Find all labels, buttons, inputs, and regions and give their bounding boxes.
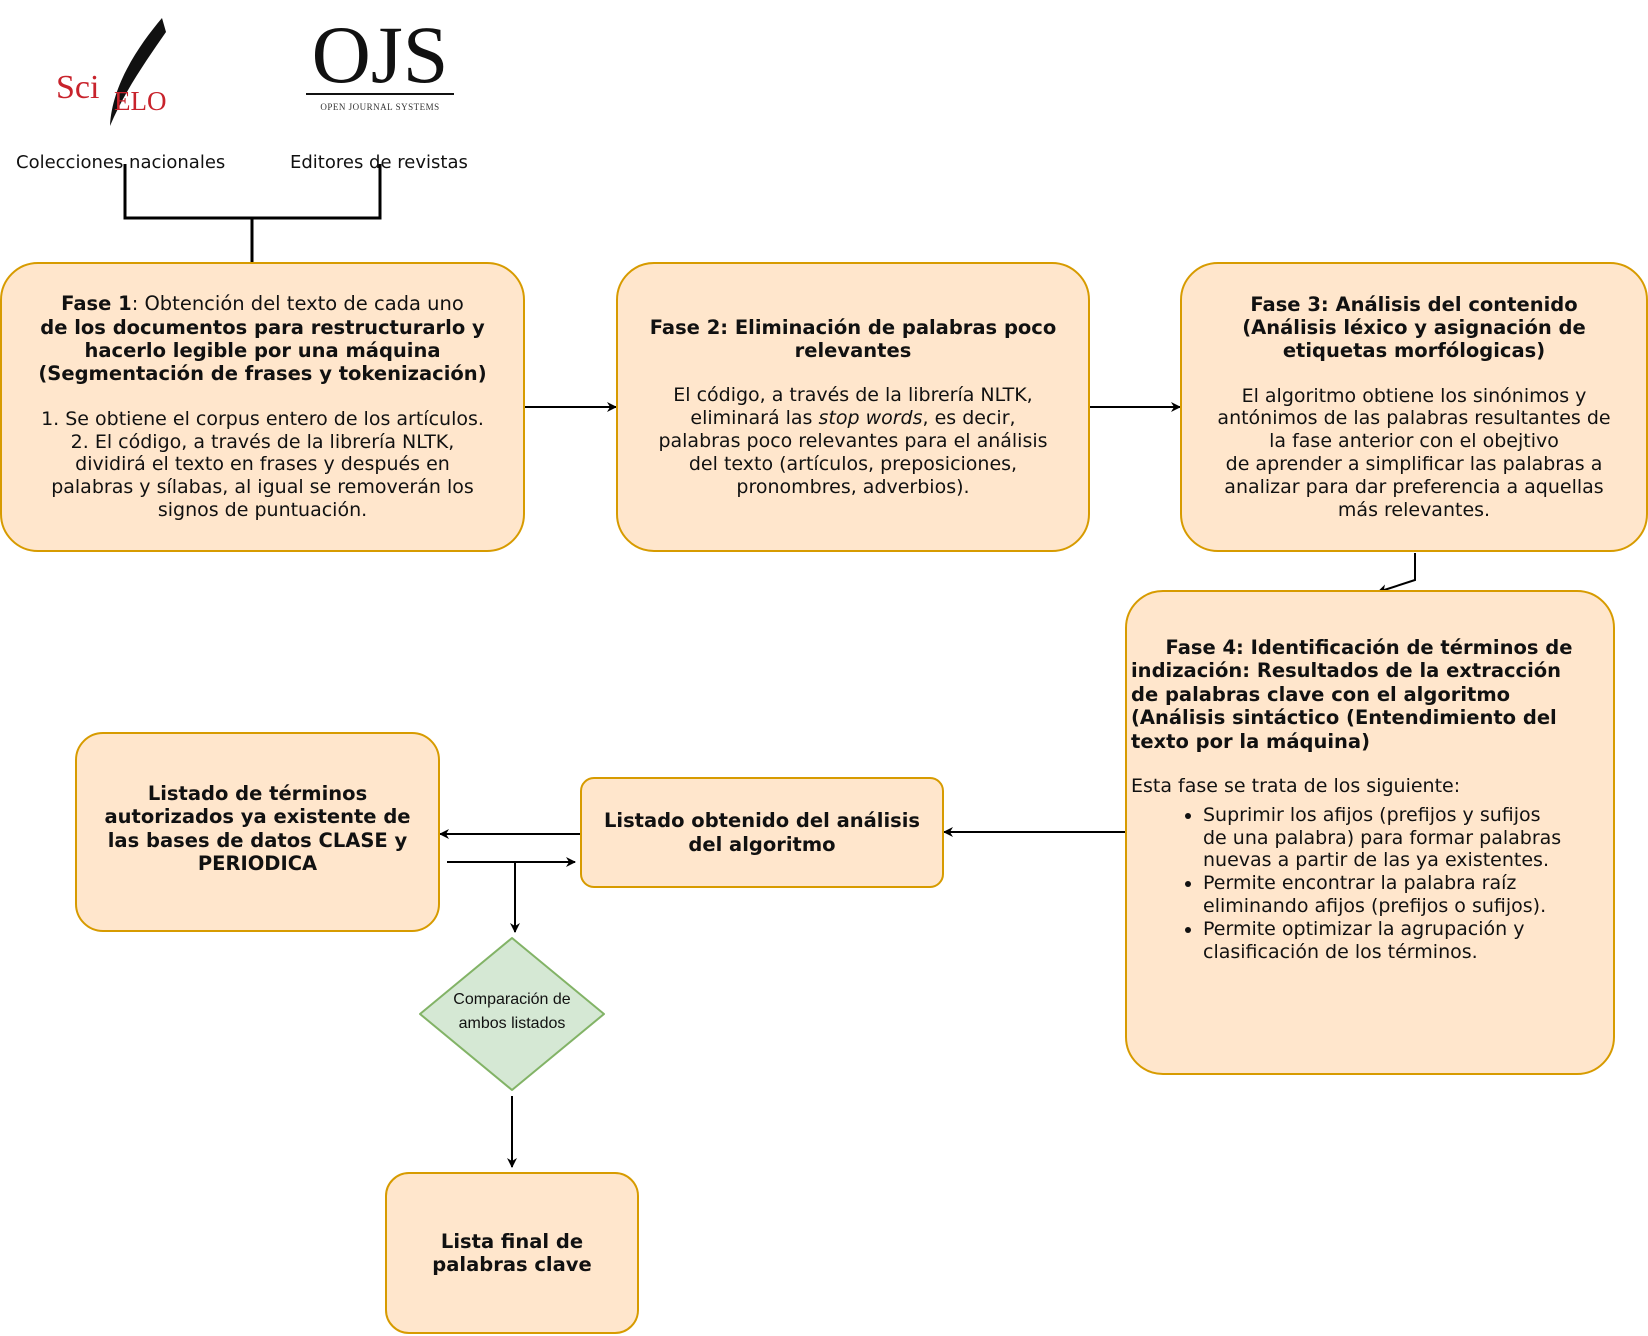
scielo-swoosh-icon: Sci ELO: [56, 18, 166, 126]
scielo-logo: Sci ELO: [50, 14, 190, 134]
svg-text:ELO: ELO: [114, 86, 166, 116]
authorized-terms-line: Listado de términos: [147, 782, 368, 805]
phase4-title-line: indización: Resultados de la extracción: [1131, 659, 1562, 683]
phase2-body-line: eliminará las stop words, es decir,: [690, 407, 1016, 430]
phase4-box: Fase 4: Identificación de términos de in…: [1125, 590, 1615, 1075]
phase3-box: Fase 3: Análisis del contenido (Análisis…: [1180, 262, 1648, 552]
phase1-title-line: de los documentos para restructurarlo y: [40, 315, 485, 339]
phase1-box: Fase 1: Obtención del texto de cada uno …: [0, 262, 525, 552]
phase2-title-line: relevantes: [794, 339, 912, 362]
phase4-bullet: Permite encontrar la palabra raízelimina…: [1203, 872, 1561, 918]
phase1-title-line: hacerlo legible por una máquina: [84, 339, 441, 362]
phase2-body-line: palabras poco relevantes para el análisi…: [658, 429, 1048, 452]
phase1-body-line: 2. El código, a través de la librería NL…: [70, 430, 455, 453]
obtained-list-box: Listado obtenido del análisis del algori…: [580, 777, 944, 888]
phase3-body-line: la fase anterior con el obejtivo: [1269, 430, 1559, 453]
authorized-terms-line: autorizados ya existente de: [104, 805, 411, 829]
phase4-title-line: texto por la máquina): [1131, 729, 1370, 753]
phase4-title-line: (Análisis sintáctico (Entendimiento del: [1131, 706, 1557, 730]
svg-text:OPEN JOURNAL SYSTEMS: OPEN JOURNAL SYSTEMS: [320, 102, 439, 112]
phase4-intro: Esta fase se trata de los siguiente:: [1131, 774, 1461, 797]
comparison-label: Comparación de ambos listados: [453, 991, 571, 1032]
phase1-title: : Obtención del texto de cada uno: [131, 292, 464, 316]
phase1-body-line: signos de puntuación.: [157, 498, 368, 521]
authorized-terms-line: las bases de datos CLASE y: [107, 828, 408, 852]
phase3-title-line: (Análisis léxico y asignación de: [1242, 315, 1586, 339]
phase1-body-line: palabras y sílabas, al igual se removerá…: [51, 476, 474, 499]
source-label-journal-editors: Editores de revistas: [290, 152, 468, 173]
phase1-title-bold: Fase 1: [61, 292, 132, 316]
ojs-wordmark-icon: OJS OPEN JOURNAL SYSTEMS: [306, 9, 454, 112]
phase4-bullet-list: Suprimir los afijos (prefijos y sufijosd…: [1131, 804, 1561, 964]
phase1-body-line: dividirá el texto en frases y después en: [75, 453, 450, 476]
phase2-title: Fase 2: Eliminación de palabras poco: [649, 315, 1057, 339]
phase3-body-line: de aprender a simplificar las palabras a: [1225, 453, 1603, 476]
obtained-list-line: Listado obtenido del análisis: [603, 809, 921, 833]
phase2-body-line: pronombres, adverbios).: [736, 475, 970, 498]
phase2-box: Fase 2: Eliminación de palabras poco rel…: [616, 262, 1090, 552]
phase3-body-line: más relevantes.: [1337, 498, 1491, 521]
source-label-national-collections: Colecciones nacionales: [16, 152, 226, 173]
authorized-terms-line: PERIODICA: [197, 852, 318, 876]
stop-words-term: stop words: [818, 407, 923, 430]
phase4-title-line: de palabras clave con el algoritmo: [1131, 682, 1511, 706]
final-keywords-line: Lista final de: [440, 1229, 584, 1253]
ojs-logo: OJS OPEN JOURNAL SYSTEMS: [298, 6, 462, 118]
phase2-body-line: del texto (artículos, preposiciones,: [688, 452, 1018, 475]
phase1-title-line: (Segmentación de frases y tokenización): [38, 362, 487, 386]
final-keywords-box: Lista final de palabras clave: [385, 1172, 639, 1334]
arrow-phase3-to-phase4: [1377, 553, 1416, 594]
svg-text:Sci: Sci: [56, 69, 99, 106]
phase4-bullet: Permite optimizar la agrupación yclasifi…: [1203, 918, 1561, 964]
phase3-body-line: El algoritmo obtiene los sinónimos y: [1241, 384, 1587, 407]
phase3-body-line: analizar para dar preferencia a aquellas: [1224, 475, 1604, 498]
final-keywords-line: palabras clave: [432, 1253, 592, 1276]
phase1-body-line: 1. Se obtiene el corpus entero de los ar…: [41, 407, 484, 430]
phase2-body-line: El código, a través de la librería NLTK,: [673, 384, 1033, 407]
comparison-diamond: [419, 937, 605, 1091]
phase3-body-line: antónimos de las palabras resultantes de: [1217, 407, 1611, 430]
obtained-list-line: del algoritmo: [688, 832, 836, 856]
authorized-terms-box: Listado de términos autorizados ya exist…: [75, 732, 440, 932]
phase4-bullet: Suprimir los afijos (prefijos y sufijosd…: [1203, 804, 1561, 872]
phase3-title: Fase 3: Análisis del contenido: [1250, 292, 1578, 316]
phase4-title: Fase 4: Identificación de términos de: [1165, 636, 1573, 659]
phase3-title-line: etiquetas morfólogicas): [1282, 339, 1546, 363]
svg-text:OJS: OJS: [312, 9, 449, 100]
sources-bracket: [123, 164, 382, 262]
